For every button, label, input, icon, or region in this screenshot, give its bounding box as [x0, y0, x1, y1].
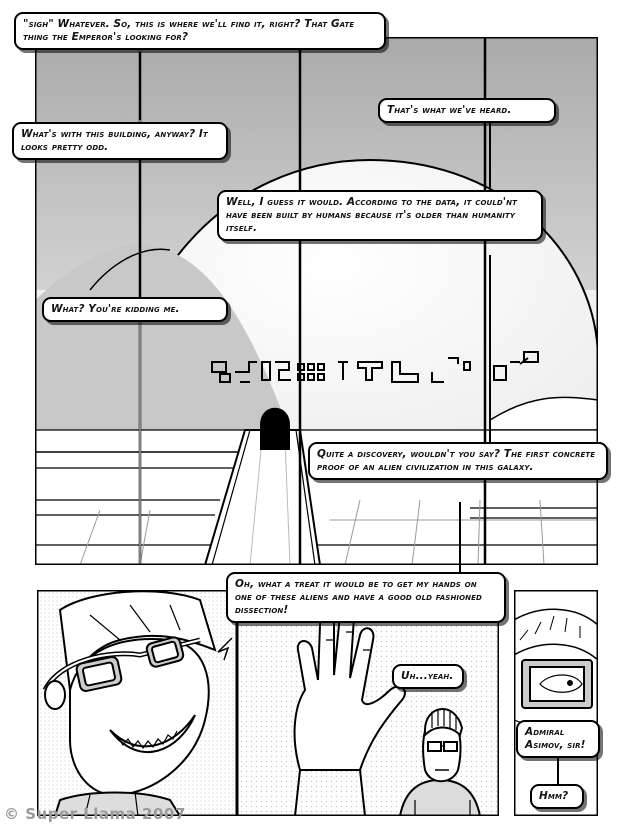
panel-2: [37, 590, 237, 816]
speech-bubble-yeah: Uh...yeah.: [392, 664, 464, 689]
speech-bubble-discovery: Quite a discovery, wouldn't you say? The…: [308, 442, 608, 480]
bubble-connectors: [139, 52, 559, 786]
speech-bubble-treat: Oh, what a treat it would be to get my h…: [226, 572, 506, 623]
monitor-screen: [521, 659, 593, 709]
alien-glyph-inscription: [211, 351, 539, 383]
speech-bubble-kidding: What? You're kidding me.: [42, 297, 228, 322]
panel-1: [35, 37, 598, 565]
speech-bubble-heard: That's what we've heard.: [378, 98, 556, 123]
speech-bubble-building: What's with this building, anyway? It lo…: [12, 122, 228, 160]
panel-4: [514, 590, 598, 816]
panel-3: [237, 590, 499, 816]
building-doorway: [260, 407, 290, 450]
speech-bubble-sigh: "sigh" Whatever. So, this is where we'll…: [14, 12, 386, 50]
speech-bubble-guess: Well, I guess it would. According to the…: [217, 190, 543, 241]
speech-bubble-hmm: Hmm?: [530, 784, 584, 809]
copyright-credit: © Super Llama 2007: [4, 805, 186, 823]
officer: [398, 708, 482, 816]
speech-bubble-admiral: Admiral Asimov, sir!: [516, 720, 600, 758]
goggles: [42, 636, 201, 710]
